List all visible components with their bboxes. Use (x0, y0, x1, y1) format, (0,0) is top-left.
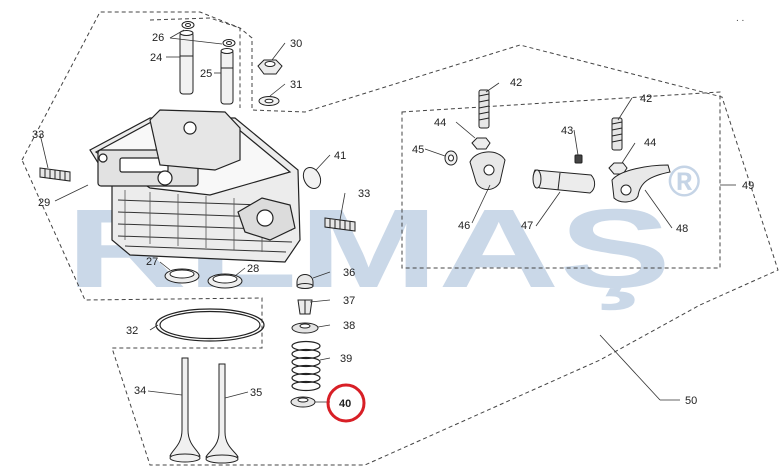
rocker-shaft-47 (532, 169, 596, 194)
part-label-39[interactable]: 39 (340, 353, 352, 365)
nut-44-left (471, 137, 491, 150)
part-label-36[interactable]: 36 (343, 267, 355, 279)
guide-seal-rings-26 (181, 21, 236, 47)
part-label-45[interactable]: 45 (412, 144, 424, 156)
part-label-44-left[interactable]: 44 (434, 117, 446, 129)
corner-mark: . . (736, 13, 744, 24)
rocker-arm-48 (611, 164, 671, 203)
adjuster-stud-42-left (478, 89, 490, 129)
intake-valve-35 (205, 363, 239, 464)
plug-41 (302, 166, 322, 190)
watermark-registered-mark: ® (668, 157, 700, 206)
part-label-49[interactable]: 49 (742, 180, 754, 192)
cylinder-head (89, 109, 301, 263)
part-label-24[interactable]: 24 (150, 52, 162, 64)
exhaust-valve-34 (169, 357, 201, 463)
washer-45 (444, 150, 458, 166)
seal-ring-28 (207, 273, 243, 289)
nut-30 (257, 59, 283, 75)
stud-33-left (39, 167, 71, 182)
leader-lines (39, 29, 736, 403)
washer-31 (258, 96, 280, 106)
stud-33-right (324, 217, 356, 232)
part-label-48[interactable]: 48 (676, 223, 688, 235)
spring-retainer-38 (291, 322, 319, 334)
part-label-31[interactable]: 31 (290, 79, 302, 91)
part-label-27[interactable]: 27 (146, 256, 158, 268)
part-label-32[interactable]: 32 (126, 325, 138, 337)
part-label-50[interactable]: 50 (685, 395, 697, 407)
seal-ring-27 (164, 268, 200, 284)
rocker-arm-group-outline (401, 91, 721, 269)
part-label-28[interactable]: 28 (247, 263, 259, 275)
head-gasket-32 (155, 308, 265, 342)
valve-cap-36 (296, 274, 314, 289)
part-label-34[interactable]: 34 (134, 385, 146, 397)
part-label-35[interactable]: 35 (250, 387, 262, 399)
part-label-29[interactable]: 29 (38, 197, 50, 209)
part-label-41[interactable]: 41 (334, 150, 346, 162)
valve-spring-39 (291, 340, 321, 392)
part-label-37[interactable]: 37 (343, 295, 355, 307)
adjuster-stud-42-right (611, 117, 623, 151)
highlight-circle-40 (326, 383, 366, 423)
part-label-25[interactable]: 25 (200, 68, 212, 80)
part-label-33-left[interactable]: 33 (32, 129, 44, 141)
valve-guide-24 (179, 30, 194, 95)
valve-guide-25 (220, 48, 234, 105)
part-number-labels: 26 24 25 30 31 33 29 41 33 27 28 36 37 3… (32, 32, 754, 410)
valve-cotter-37 (297, 299, 313, 315)
pin-43 (574, 154, 583, 164)
part-label-47[interactable]: 47 (521, 220, 533, 232)
spring-seat-40 (290, 396, 316, 408)
part-label-38[interactable]: 38 (343, 320, 355, 332)
part-label-30[interactable]: 30 (290, 38, 302, 50)
part-label-44-right[interactable]: 44 (644, 137, 656, 149)
part-label-46[interactable]: 46 (458, 220, 470, 232)
part-label-26[interactable]: 26 (152, 32, 164, 44)
group-outlines (21, 11, 779, 466)
part-label-40[interactable]: 40 (339, 398, 351, 410)
valve-guide-group-outline (149, 17, 241, 108)
part-label-42-left[interactable]: 42 (510, 77, 522, 89)
part-label-43[interactable]: 43 (561, 125, 573, 137)
part-label-42-right[interactable]: 42 (640, 93, 652, 105)
part-label-33-right[interactable]: 33 (358, 188, 370, 200)
rocker-arm-46 (469, 151, 506, 190)
nut-44-right (608, 162, 628, 175)
